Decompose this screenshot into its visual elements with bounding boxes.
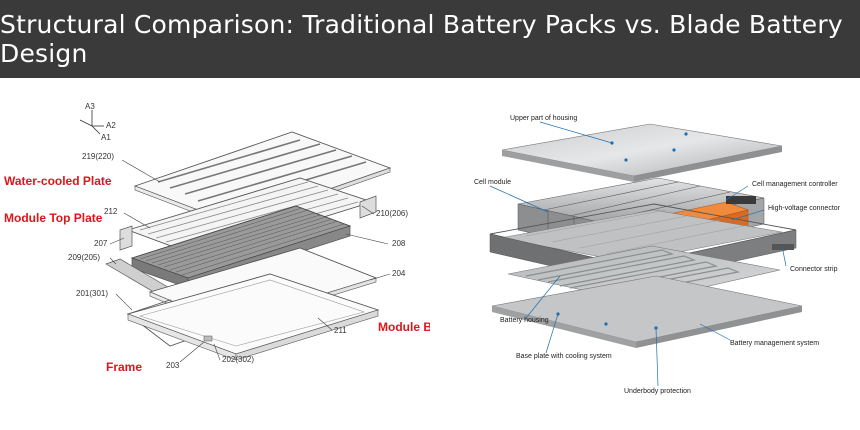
page-title: Structural Comparison: Traditional Batte… — [0, 0, 860, 78]
part-209-label: 209(205) — [68, 253, 100, 262]
part-208-label: 208 — [392, 239, 406, 248]
callout-battery-housing: Battery housing — [500, 317, 549, 324]
callout-upper-housing: Upper part of housing — [510, 115, 577, 122]
traditional-pack-svg: A3 A2 A1 — [4, 102, 430, 374]
underbody-protection-drawing — [491, 275, 803, 348]
axis-triad: A3 A2 A1 — [79, 102, 116, 142]
part-203-label: 203 — [166, 361, 180, 370]
callout-battery-management-system: Battery management system — [730, 340, 819, 347]
frame-drawing — [126, 273, 380, 361]
part-201-label: 201(301) — [76, 289, 108, 298]
callout-cell-management-controller: Cell management controller — [752, 181, 838, 188]
upper-housing-drawing — [501, 123, 783, 182]
axis-a3-label: A3 — [85, 102, 95, 111]
part-219-label: 219(220) — [82, 152, 114, 161]
part-204-label: 204 — [392, 269, 406, 278]
module-base-plate-label: Module Base Plate — [378, 320, 430, 334]
blade-battery-svg: Upper part of housing Cell module Cell m… — [474, 115, 841, 395]
connector-strip-drawing — [772, 244, 794, 250]
part-211-label: 211 — [334, 326, 347, 335]
axis-a1-label: A1 — [101, 133, 111, 142]
traditional-pack-diagram: A3 A2 A1 — [0, 78, 430, 430]
callout-high-voltage-connector: High-voltage connector — [768, 205, 841, 212]
callout-connector-strip: Connector strip — [790, 266, 838, 273]
frame-label: Frame — [106, 360, 142, 374]
part-212-label: 212 — [104, 207, 118, 216]
blade-battery-diagram: Upper part of housing Cell module Cell m… — [430, 78, 860, 430]
module-top-plate-label: Module Top Plate — [4, 211, 103, 225]
callout-base-plate-cooling: Base plate with cooling system — [516, 353, 612, 360]
axis-a2-label: A2 — [106, 121, 116, 130]
part-207-label: 207 — [94, 239, 108, 248]
part-202-label: 202(302) — [222, 355, 254, 364]
callout-underbody-protection: Underbody protection — [624, 388, 691, 395]
callout-cell-module: Cell module — [474, 179, 511, 186]
module-top-plate-drawing — [119, 177, 377, 257]
part-210-label: 210(206) — [376, 209, 408, 218]
water-cooled-plate-label: Water-cooled Plate — [4, 174, 112, 188]
